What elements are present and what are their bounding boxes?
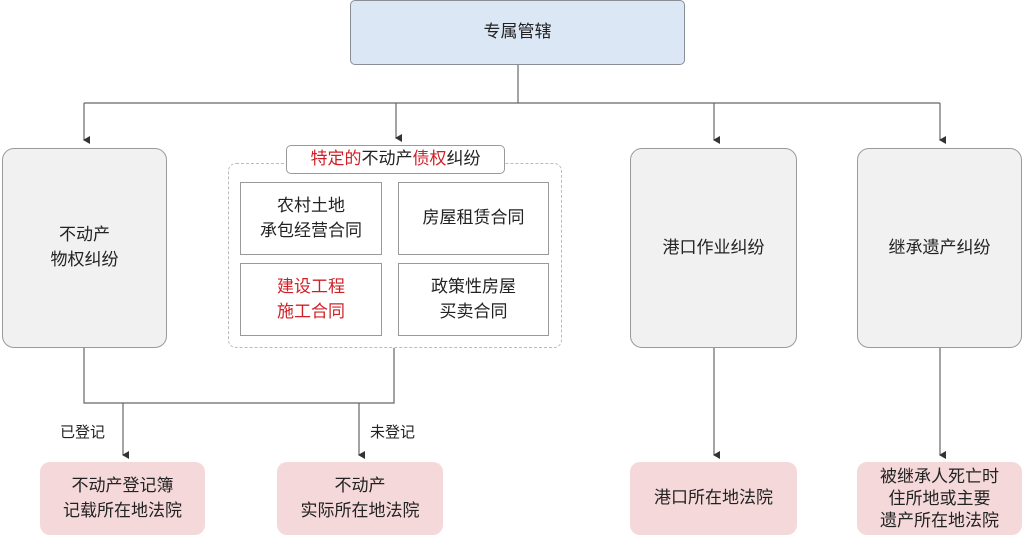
group-item-lease: 房屋租赁合同: [398, 182, 549, 255]
court-inheritance: 被继承人死亡时 住所地或主要 遗产所在地法院: [857, 462, 1022, 535]
real-property-rights-node: 不动产 物权纠纷: [2, 148, 167, 348]
merge-line: [83, 348, 395, 404]
court-unregistered: 不动产 实际所在地法院: [277, 462, 443, 535]
court-port: 港口所在地法院: [630, 462, 797, 535]
inheritance-node: 继承遗产纠纷: [857, 148, 1022, 348]
group-title: 特定的不动产债权纠纷: [286, 145, 505, 174]
court-registered: 不动产登记簿 记载所在地法院: [40, 462, 205, 535]
port-node: 港口作业纠纷: [630, 148, 797, 348]
root-node: 专属管辖: [350, 0, 685, 65]
group-title-part: 不动产: [361, 149, 413, 169]
unregistered-label: 未登记: [370, 423, 416, 441]
group-item-policy-housing: 政策性房屋 买卖合同: [398, 263, 549, 336]
group-title-part: 债权: [412, 149, 447, 169]
group-title-part: 特定的: [310, 149, 362, 169]
group-item-construction: 建设工程 施工合同: [240, 263, 382, 336]
group-title-part: 纠纷: [446, 149, 481, 169]
registered-label: 已登记: [60, 423, 106, 441]
group-item-rural-land: 农村土地 承包经营合同: [240, 182, 382, 255]
